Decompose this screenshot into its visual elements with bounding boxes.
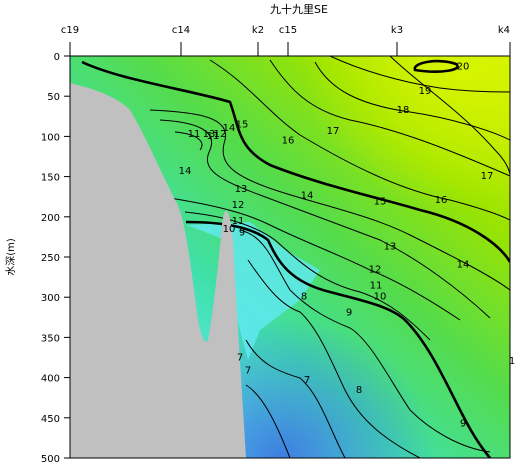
contour-label: 9 <box>460 419 466 430</box>
isotherm-12 <box>169 131 461 321</box>
contour-label: 10 <box>223 224 236 235</box>
plot-area <box>70 56 510 458</box>
station-label: k4 <box>498 25 510 36</box>
y-tick-label: 300 <box>41 293 60 304</box>
contour-label: 12 <box>214 129 227 140</box>
contour-label: 12 <box>232 200 245 211</box>
isotherm-10 <box>185 220 491 458</box>
isotherm-11 <box>184 211 431 341</box>
contour-label: 9 <box>346 308 352 319</box>
contour-label: 12 <box>369 264 382 275</box>
station-axis: c19 c14 k2 c15 k3 k4 <box>61 25 511 56</box>
station-label: k2 <box>252 25 264 36</box>
contour-label: 19 <box>419 86 432 97</box>
y-tick-label: 400 <box>41 374 60 385</box>
contour-label: 7 <box>245 366 251 377</box>
contour-label: 14 <box>179 166 192 177</box>
contour-label: 17 <box>327 126 340 137</box>
contour-label: 11 <box>232 216 245 227</box>
isotherm-14 <box>149 109 510 291</box>
isotherm-19 <box>329 56 510 93</box>
isotherm-13 <box>159 119 491 319</box>
isotherm-8 <box>247 259 421 458</box>
isotherm-9 <box>239 229 491 453</box>
contour-label: 18 <box>397 105 410 116</box>
y-tick-label: 450 <box>41 414 60 425</box>
contour-label: 14 <box>457 259 470 270</box>
contour-label: 20 <box>457 62 470 73</box>
isotherm-15 <box>81 60 510 263</box>
contour-label: 13 <box>384 242 397 253</box>
contour-label: 17 <box>481 171 494 182</box>
contour-label: 13 <box>203 129 216 140</box>
contour-lines <box>81 56 510 458</box>
isotherm-18 <box>314 61 510 141</box>
isotherm-16 <box>209 59 510 221</box>
isotherm-20 <box>413 59 459 73</box>
contour-label: 16 <box>282 136 295 147</box>
station-label: k3 <box>391 25 403 36</box>
contour-label: 13 <box>235 184 248 195</box>
contour-label: 7 <box>237 353 243 364</box>
seafloor <box>70 83 246 458</box>
y-tick-label: 350 <box>41 333 60 344</box>
isotherm-17a <box>269 59 510 177</box>
y-tick-label: 50 <box>47 92 60 103</box>
contour-label: 14 <box>301 190 314 201</box>
y-axis-label: 水深(m) <box>5 238 17 276</box>
station-label: c15 <box>279 25 297 36</box>
contour-label: 11 <box>370 280 383 291</box>
isotherm-17b <box>389 56 510 177</box>
y-tick-label: 250 <box>41 253 60 264</box>
contour-label: 16 <box>435 195 448 206</box>
contour-label: 9 <box>239 227 245 238</box>
y-tick-label: 100 <box>41 132 60 143</box>
station-label: c19 <box>61 25 79 36</box>
contour-labels: 2019181717161615151414141413131312121211… <box>179 62 516 430</box>
contour-label: 8 <box>356 385 362 396</box>
contour-label: 1 <box>509 356 515 367</box>
y-axis: 0 50 100 150 200 250 300 350 400 450 500 <box>41 52 70 463</box>
y-tick-label: 150 <box>41 173 60 184</box>
contour-label: 15 <box>236 120 249 131</box>
y-tick-label: 500 <box>41 454 60 463</box>
chart-title: 九十九里SE <box>270 2 328 16</box>
contour-label: 10 <box>374 292 387 303</box>
contour-label: 14 <box>223 123 236 134</box>
contour-label: 15 <box>374 197 387 208</box>
isotherm-7 <box>245 339 346 458</box>
contour-label: 11 <box>188 129 201 140</box>
isotherm-7b <box>245 384 291 458</box>
contour-label: 8 <box>301 292 307 303</box>
y-tick-label: 0 <box>54 52 60 63</box>
contour-label: 7 <box>304 375 310 386</box>
contour-label: 11 <box>207 131 220 142</box>
station-label: c14 <box>172 25 190 36</box>
y-tick-label: 200 <box>41 213 60 224</box>
cold-tongue <box>186 222 320 360</box>
